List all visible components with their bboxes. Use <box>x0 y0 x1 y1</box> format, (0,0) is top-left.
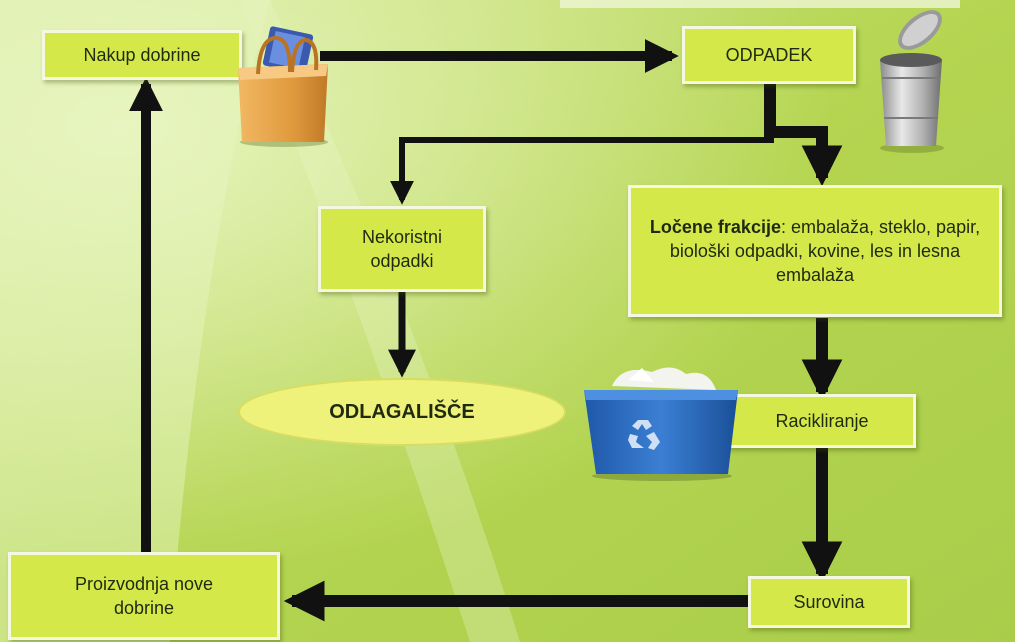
node-recycling-label: Racikliranje <box>775 410 869 431</box>
node-purchase: Nakup dobrine <box>42 30 242 80</box>
node-waste: ODPADEK <box>682 26 856 84</box>
trash-can-icon <box>880 10 944 153</box>
recycling-bin-icon <box>584 367 738 481</box>
node-useless: Nekoristni odpadki <box>318 206 486 292</box>
shopping-bag-icon <box>238 26 328 147</box>
node-landfill-label: ODLAGALIŠČE <box>329 400 475 423</box>
node-production: Proizvodnja nove dobrine <box>8 552 280 640</box>
node-raw-label: Surovina <box>793 591 865 612</box>
node-separated-text: Ločene frakcije: embalaža, steklo, papir… <box>645 215 985 288</box>
node-useless-label: Nekoristni odpadki <box>361 226 443 271</box>
node-purchase-label: Nakup dobrine <box>83 44 201 65</box>
node-separated: Ločene frakcije: embalaža, steklo, papir… <box>628 185 1002 317</box>
node-waste-label: ODPADEK <box>725 44 813 65</box>
node-separated-rest: : embalaža, steklo, papir, biološki odpa… <box>669 216 981 286</box>
node-recycling: Racikliranje <box>728 394 916 448</box>
node-production-label: Proizvodnja nove dobrine <box>74 573 214 618</box>
node-raw: Surovina <box>748 576 910 628</box>
arrow-waste-to-separated <box>764 80 843 187</box>
arrow-waste-to-useless <box>390 137 774 205</box>
node-separated-bold: Ločene frakcije <box>649 216 781 237</box>
node-landfill: ODLAGALIŠČE <box>238 378 566 446</box>
